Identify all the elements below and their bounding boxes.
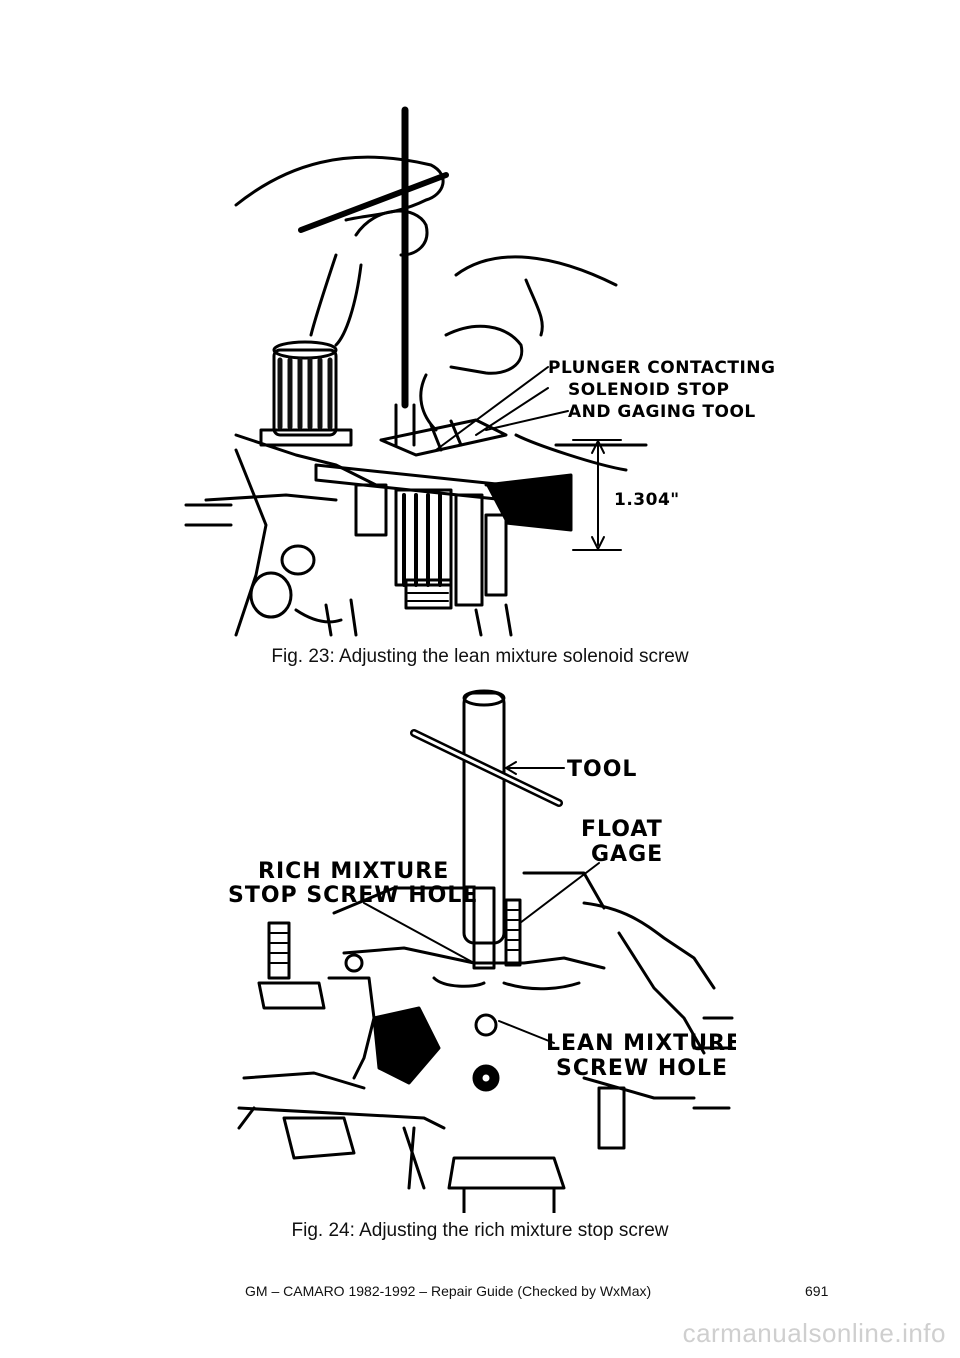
callout-float: FLOAT [581,817,663,842]
callout-screw-hole: SCREW HOLE [556,1056,728,1081]
callout-stop-screw-hole: STOP SCREW HOLE [228,883,478,908]
carburetor-drawing [237,689,734,1213]
callout-solenoid-stop: SOLENOID STOP [568,380,729,400]
callout-tool: TOOL [567,757,637,782]
callout-rich-mixture: RICH MIXTURE [258,859,449,884]
footer-document-title: GM – CAMARO 1982-1992 – Repair Guide (Ch… [245,1283,652,1299]
figure-23-caption: Fig. 23: Adjusting the lean mixture sole… [271,646,689,667]
page-number: 691 [805,1283,829,1299]
figure-24-illustration: TOOL FLOAT GAGE RICH MIXTURE STOP SCREW … [224,688,736,1213]
callout-dimension: 1.304" [614,490,680,510]
figure-23-illustration: PLUNGER CONTACTING SOLENOID STOP AND GAG… [176,105,786,640]
carburetor-drawing [184,106,648,637]
callout-plunger-contacting: PLUNGER CONTACTING [548,358,775,378]
callout-lean-mixture: LEAN MIXTURE [546,1031,736,1056]
callout-gage: GAGE [591,842,663,867]
watermark: carmanualsonline.info [682,1318,946,1348]
figure-24-caption: Fig. 24: Adjusting the rich mixture stop… [291,1220,669,1241]
callout-gaging-tool: AND GAGING TOOL [568,402,756,422]
